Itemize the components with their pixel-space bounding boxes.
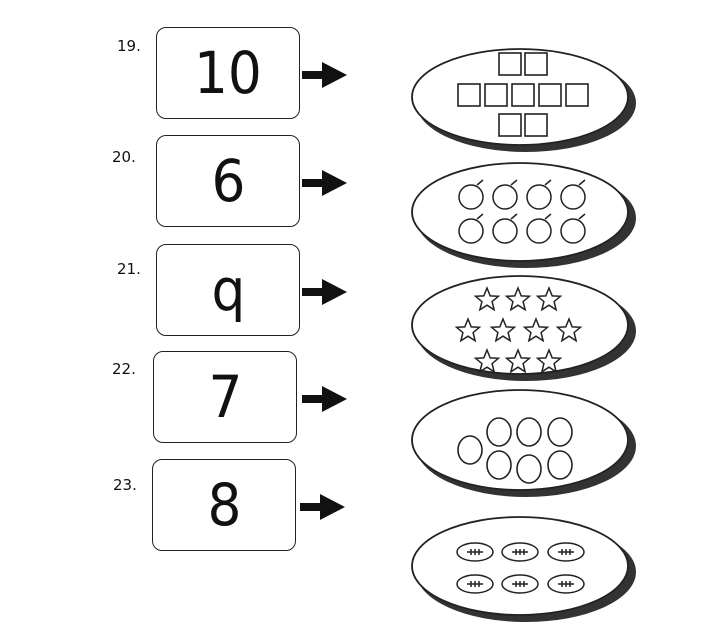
- question-number-20: 20.: [112, 148, 136, 166]
- circle-icon: [457, 417, 573, 484]
- question-number-21: 21.: [117, 260, 141, 278]
- number-value: 10: [194, 39, 262, 107]
- oval-circles-group: [411, 389, 636, 497]
- right-arrow-icon: [302, 279, 347, 305]
- number-value: 6: [211, 147, 245, 215]
- apple-icon: [458, 179, 586, 244]
- oval-squares-group: [411, 48, 636, 152]
- square-icon: [457, 52, 589, 137]
- question-number-23: 23.: [113, 476, 137, 494]
- number-value: 8: [207, 471, 241, 539]
- oval-footballs-group: [411, 516, 636, 622]
- number-box-21: q: [156, 244, 300, 336]
- oval-stars-group: [411, 275, 636, 381]
- number-value: 7: [208, 363, 242, 431]
- football-icon: [456, 542, 585, 594]
- number-box-23: 8: [152, 459, 296, 551]
- question-number-19: 19.: [117, 37, 141, 55]
- right-arrow-icon: [302, 386, 347, 412]
- right-arrow-icon: [302, 62, 347, 88]
- right-arrow-icon: [300, 494, 345, 520]
- oval-apples-group: [411, 162, 636, 268]
- number-box-20: 6: [156, 135, 300, 227]
- question-number-22: 22.: [112, 360, 136, 378]
- right-arrow-icon: [302, 170, 347, 196]
- number-box-22: 7: [153, 351, 297, 443]
- number-value: q: [211, 256, 245, 324]
- number-box-19: 10: [156, 27, 300, 119]
